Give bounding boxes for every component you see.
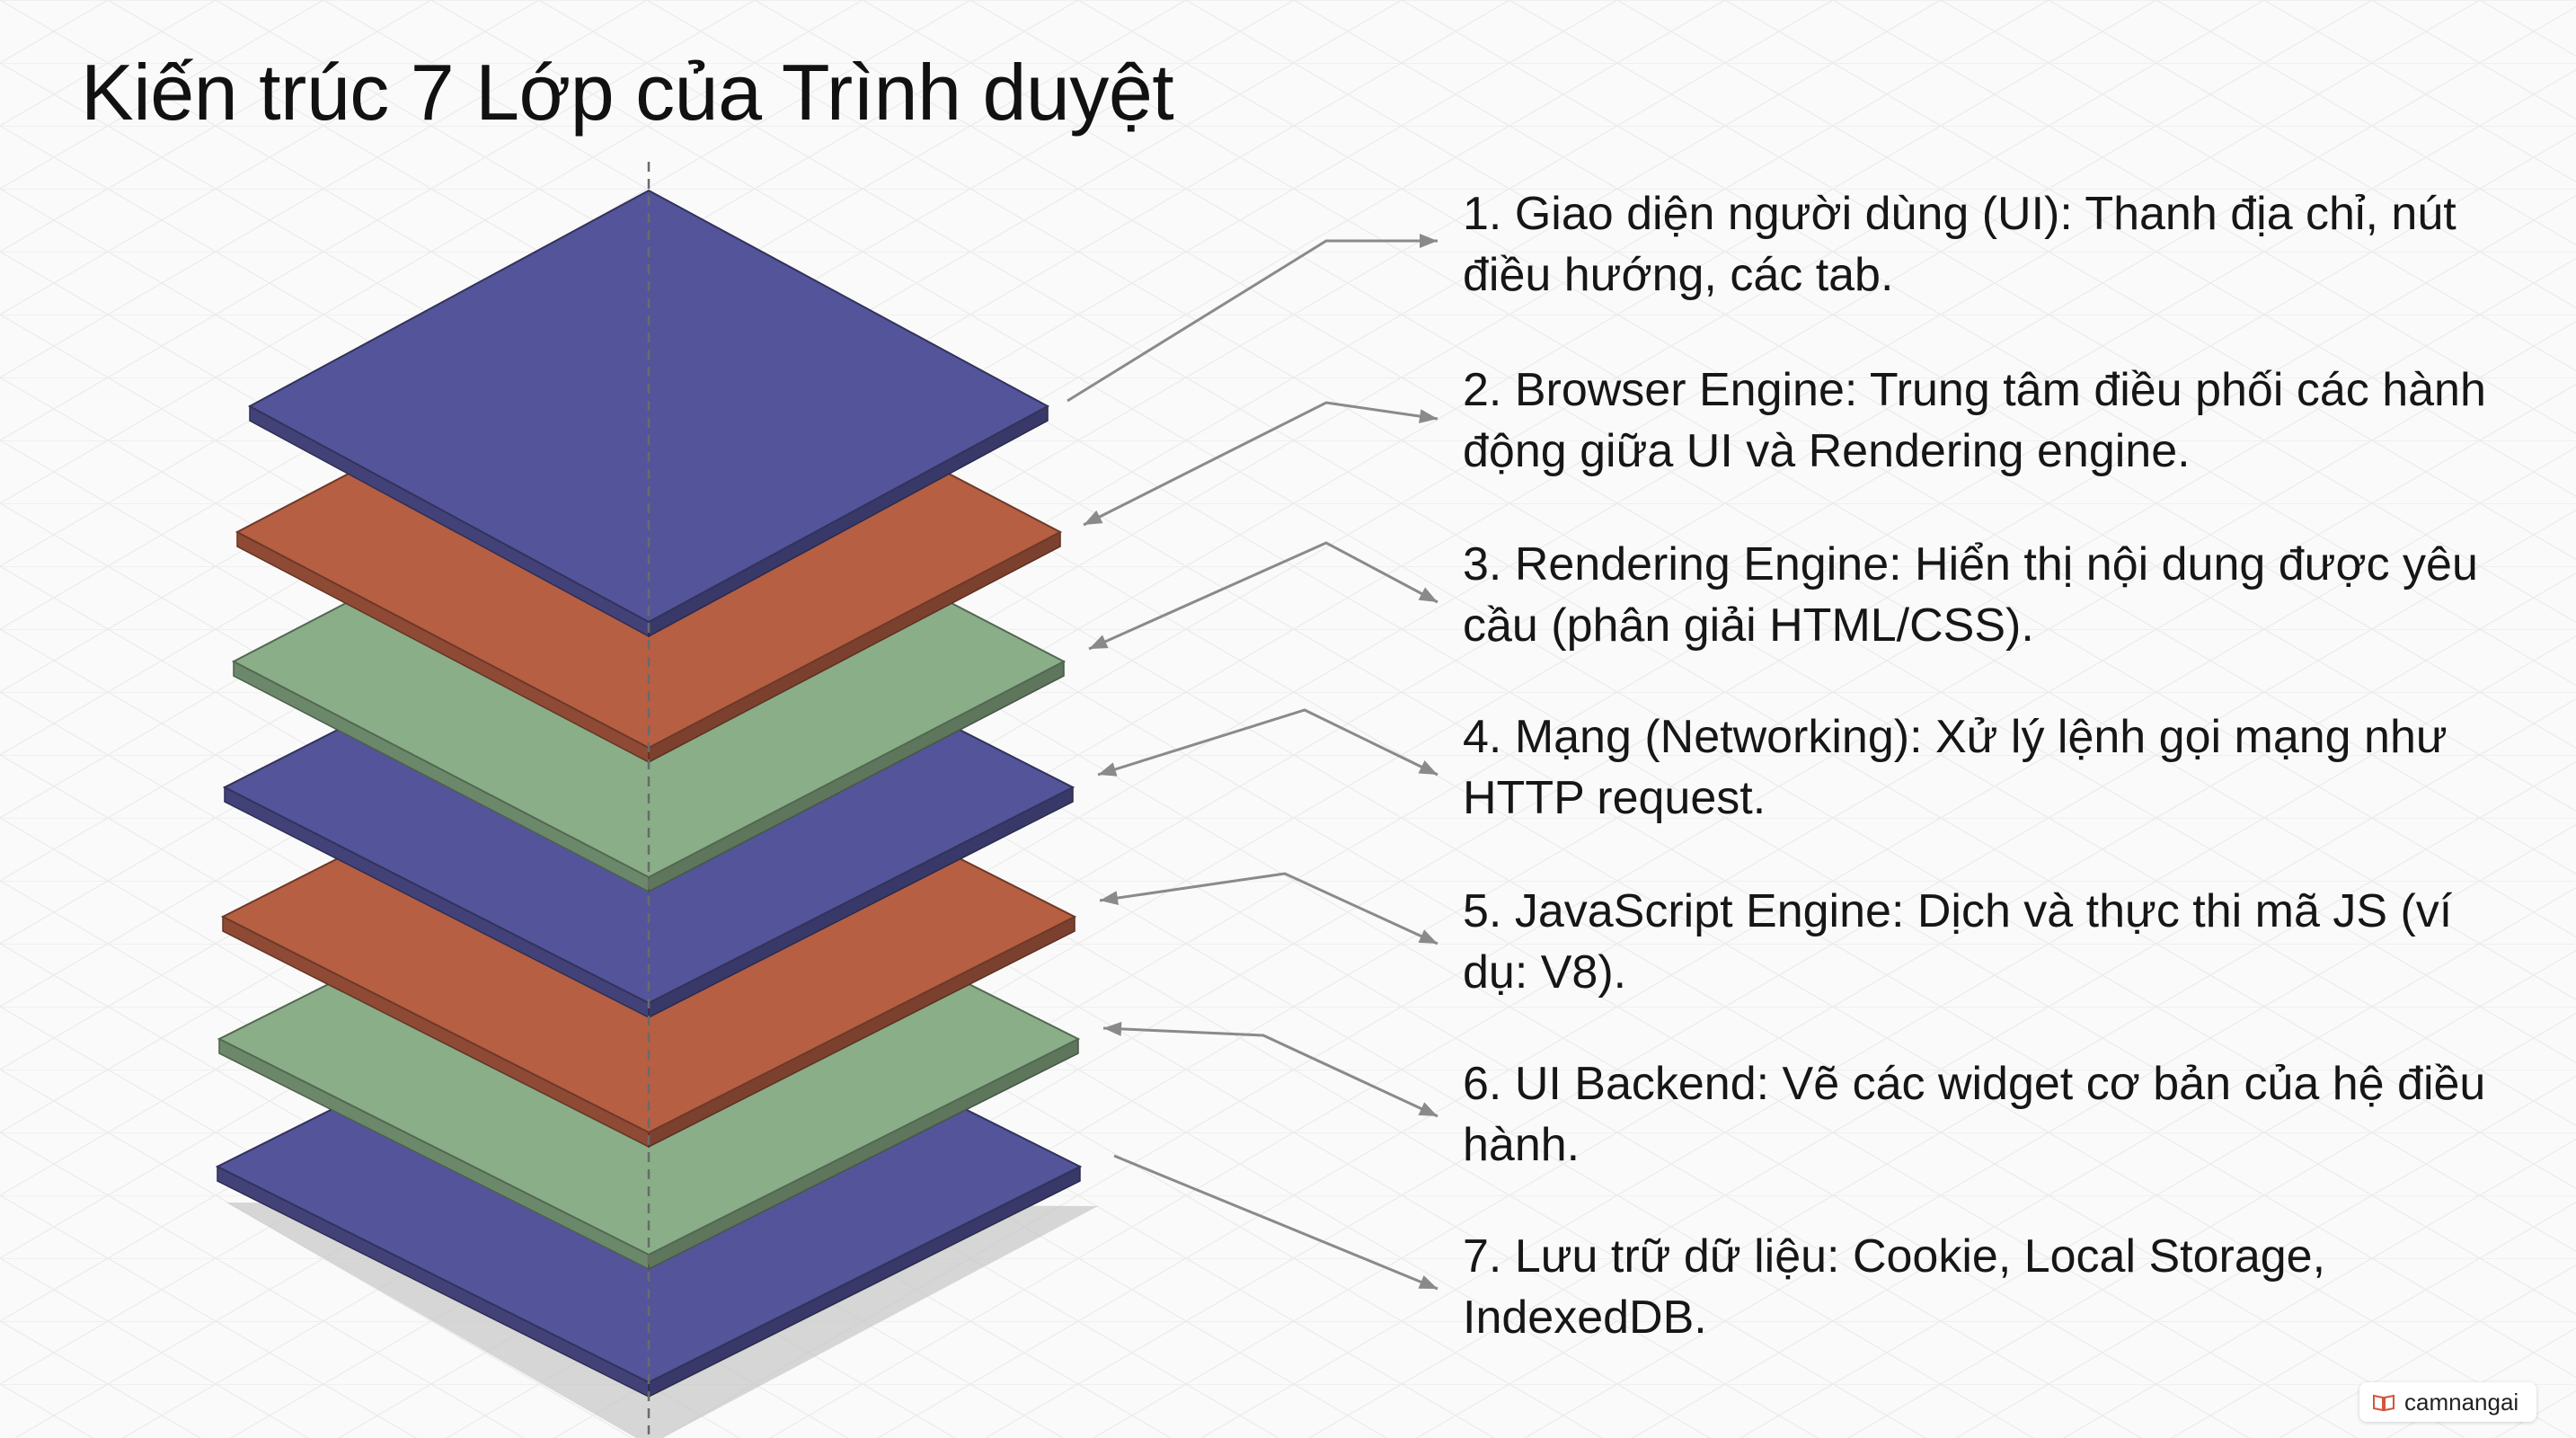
layer-7-label: 7. Lưu trữ dữ liệu: Cookie, Local Storag… (1463, 1230, 2326, 1344)
connector-arrow-1 (1067, 234, 1438, 403)
layer-2-label: 2. Browser Engine: Trung tâm điều phối c… (1463, 364, 2486, 477)
layer-1-label: 1. Giao diện người dùng (UI): Thanh địa … (1463, 188, 2456, 301)
connector-arrow-5 (1099, 872, 1438, 945)
layer-6-label: 6. UI Backend: Vẽ các widget cơ bản của … (1463, 1058, 2486, 1171)
watermark-badge: camnangai (2359, 1382, 2537, 1422)
watermark-text: camnangai (2404, 1388, 2519, 1416)
book-icon (2372, 1392, 2395, 1412)
connector-arrow-4 (1097, 708, 1438, 777)
layer-3-label: 3. Rendering Engine: Hiển thị nội dung đ… (1463, 538, 2478, 652)
layer-5-label: 5. JavaScript Engine: Dịch và thực thi m… (1463, 885, 2453, 999)
page-title: Kiến trúc 7 Lớp của Trình duyệt (81, 48, 1174, 137)
connector-arrow-3 (1088, 541, 1438, 651)
connector-arrow-2 (1083, 401, 1438, 527)
connector-arrow-6 (1102, 1021, 1438, 1118)
layer-4-label: 4. Mạng (Networking): Xử lý lệnh gọi mạn… (1463, 711, 2448, 824)
connector-arrow-7 (1113, 1154, 1438, 1291)
